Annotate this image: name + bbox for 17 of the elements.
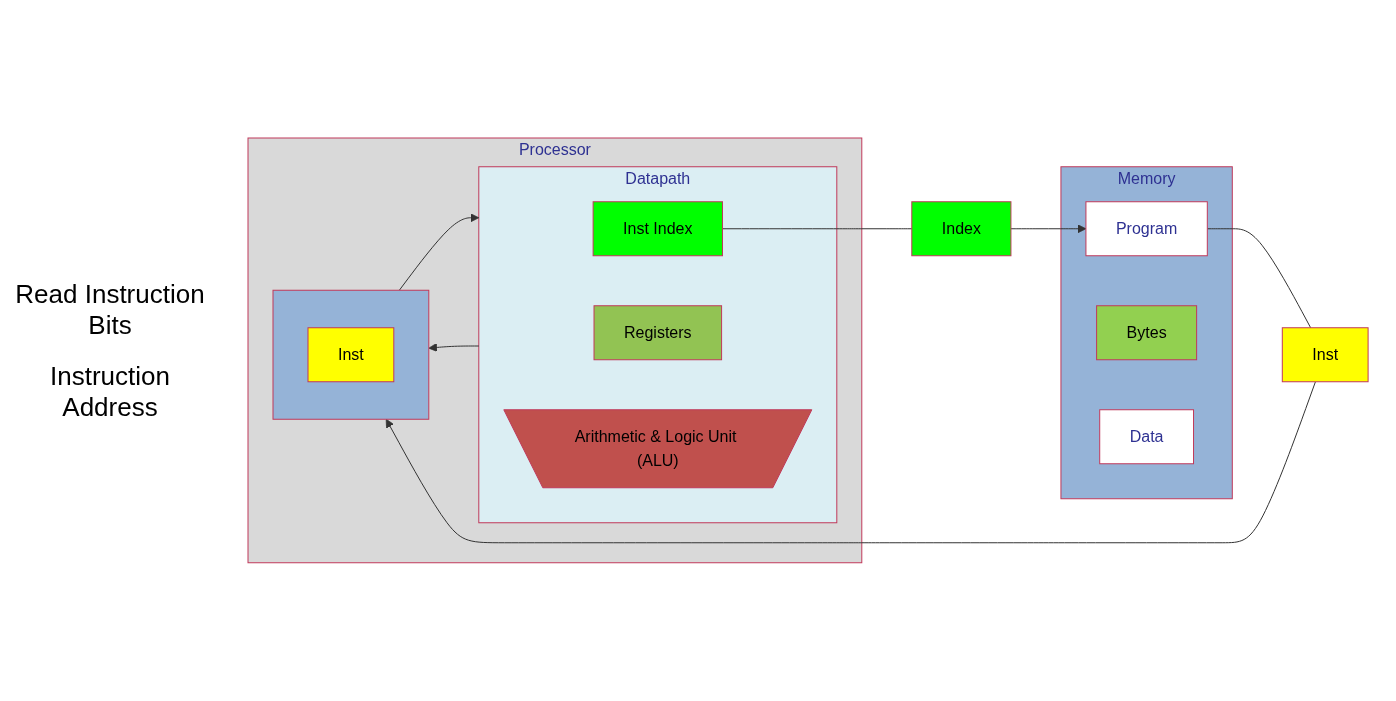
arrow [385, 381, 1316, 544]
node-box: Inst [307, 327, 395, 383]
arrow [428, 343, 480, 352]
node-box: Data [1099, 409, 1194, 465]
node-box: Inst [1281, 327, 1369, 383]
node-box: Index [911, 201, 1012, 257]
arrow [398, 213, 480, 291]
arrow [1010, 224, 1087, 234]
node-box: Registers [593, 305, 723, 361]
node-box: Bytes [1096, 305, 1198, 361]
note-text: Instruction Address [49, 360, 171, 423]
node-box: Program [1085, 201, 1208, 257]
connector [1206, 228, 1312, 329]
note-text: Read Instruction Bits [14, 278, 206, 341]
node-box: Inst Index [592, 201, 723, 257]
connector [721, 228, 913, 230]
cluster [272, 289, 430, 420]
